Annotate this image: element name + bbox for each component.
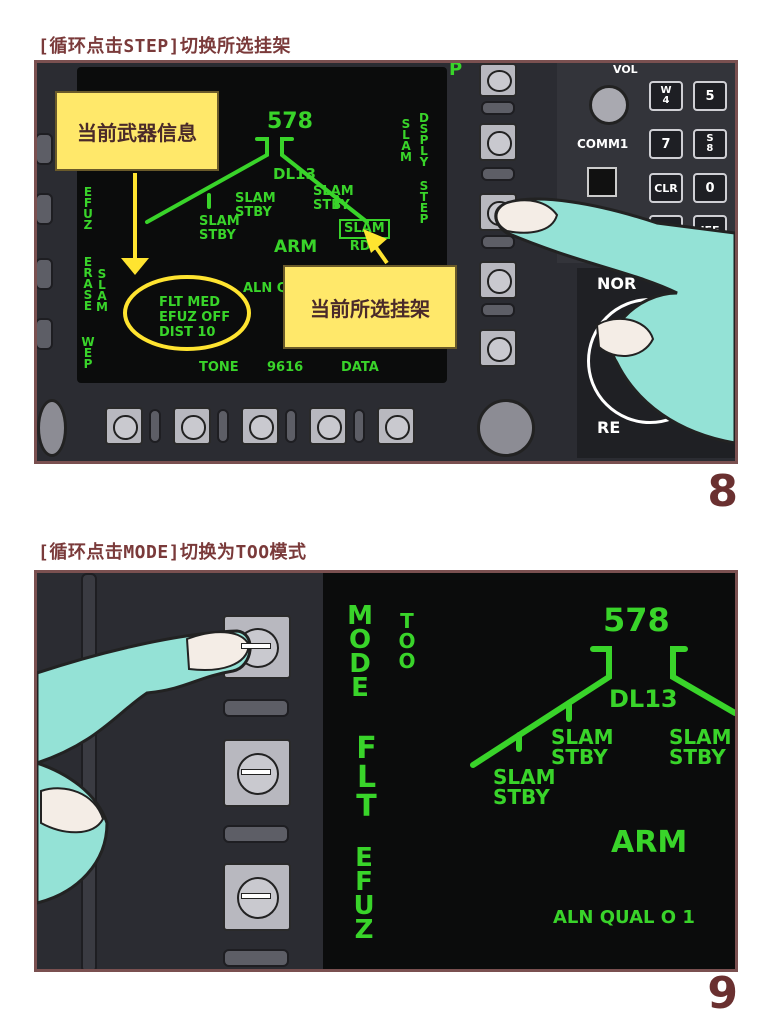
key-5[interactable]: 5 (693, 81, 727, 111)
osb-separator (481, 303, 515, 317)
comm-label: COMM1 (577, 137, 629, 151)
edge-button (37, 318, 53, 350)
osb-dsply-button[interactable] (479, 123, 517, 161)
weapon-info: FLT MED EFUZ OFF DIST 10 (159, 295, 231, 340)
efuz-vertical: EFUZ (349, 843, 379, 939)
arm-label: ARM (611, 825, 688, 860)
knob-top-label: NOR (597, 274, 637, 293)
osb-button[interactable] (377, 407, 415, 445)
comm-display (587, 167, 617, 197)
osb-button[interactable] (479, 261, 517, 299)
edge-button (37, 133, 53, 165)
key-s8[interactable]: S 8 (693, 129, 727, 159)
osb-separator (481, 167, 515, 181)
erase-vertical: ERASE (81, 255, 95, 310)
osb-separator (223, 825, 289, 843)
slam-vertical-left: SLAM (95, 267, 109, 311)
osb-indicator (241, 769, 271, 775)
data-label: DATA (341, 360, 379, 375)
step-vertical: STEP (417, 179, 431, 223)
osb-separator (481, 235, 515, 249)
too-vertical: TOO (395, 609, 419, 669)
osb-separator (481, 101, 515, 115)
osb-indicator (241, 893, 271, 899)
osb-data-button[interactable] (309, 407, 347, 445)
panel9-caption: [循环点击MODE]切换为TOO模式 (38, 542, 307, 563)
arm-label: ARM (274, 237, 318, 257)
dsply-vertical: DSPLY (417, 111, 431, 166)
key-0[interactable]: 0 (693, 173, 727, 203)
flt-vertical: FLT (349, 731, 384, 818)
pylon-lines (470, 646, 735, 768)
panel9-number: 9 (707, 968, 738, 1019)
osb-tone-button[interactable] (105, 407, 143, 445)
aln-qual-label: ALN QUAL O 1 (553, 907, 695, 928)
key-clr[interactable]: CLR (649, 173, 683, 203)
panel8-caption: [循环点击STEP]切换所选挂架 (38, 36, 292, 57)
top-label: P (449, 60, 463, 80)
osb-separator (217, 409, 229, 443)
osb-separator (223, 699, 289, 717)
slam-vertical-right: SLAM (399, 117, 413, 161)
key-w4[interactable]: W 4 (649, 81, 683, 111)
comm-knob[interactable] (589, 85, 629, 125)
osb-button[interactable] (479, 63, 517, 97)
efuz-vertical: EFUZ (81, 185, 95, 229)
weapon-code: 578 (603, 601, 670, 639)
datalink-label: DL13 (273, 165, 316, 183)
wep-vertical: WEP (81, 335, 95, 368)
osb-separator (223, 949, 289, 967)
number-label: 9616 (267, 360, 304, 375)
osb-separator (285, 409, 297, 443)
annotation-arrows (121, 173, 389, 275)
osb-button[interactable] (479, 329, 517, 367)
knob-bottom-label: RE (597, 418, 621, 437)
hand-illustration (494, 197, 735, 445)
osb-indicator (241, 643, 271, 649)
left-knob[interactable] (37, 399, 67, 457)
osb-button[interactable] (173, 407, 211, 445)
callout-weapon-info: 当前武器信息 (55, 91, 219, 171)
vol-label: VOL (613, 63, 638, 76)
mode-vertical: MODE (345, 601, 375, 697)
tone-label: TONE (199, 360, 239, 375)
osb-separator (149, 409, 161, 443)
edge-button (37, 258, 53, 290)
osb-button[interactable] (241, 407, 279, 445)
panel8-number: 8 (707, 466, 738, 517)
osb-separator (353, 409, 365, 443)
callout-selected-station: 当前所选挂架 (283, 265, 457, 349)
hand-illustration (37, 629, 252, 905)
brightness-knob[interactable] (477, 399, 535, 457)
datalink-label: DL13 (609, 685, 678, 713)
pylon-lines (123, 137, 369, 351)
osb-flt-button[interactable] (223, 739, 291, 807)
weapon-code: 578 (267, 109, 313, 134)
key-7[interactable]: 7 (649, 129, 683, 159)
edge-button (37, 193, 53, 225)
